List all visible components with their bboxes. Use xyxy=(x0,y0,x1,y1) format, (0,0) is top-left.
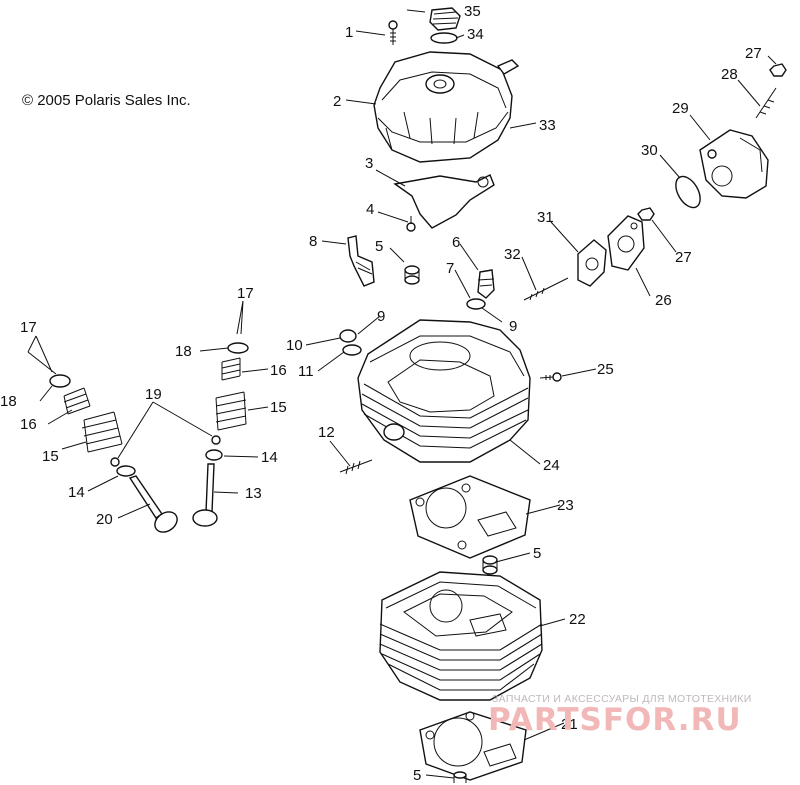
callout-15: 15 xyxy=(42,448,59,465)
valve-seal-left xyxy=(116,465,136,477)
spark-plug xyxy=(347,235,375,287)
insulator-block xyxy=(607,215,645,271)
callout-18: 18 xyxy=(0,393,17,410)
head-gasket xyxy=(409,475,531,559)
valve-retainer-left xyxy=(49,374,71,388)
callout-7: 7 xyxy=(446,260,454,277)
valve-spring-outer-left xyxy=(81,411,123,453)
callout-31: 31 xyxy=(537,209,554,226)
callout-21: 21 xyxy=(561,716,578,733)
callout-17: 17 xyxy=(20,319,37,336)
callout-11: 11 xyxy=(298,363,314,380)
callout-14: 14 xyxy=(68,484,85,501)
callout-28: 28 xyxy=(721,66,738,83)
gasket-bolt xyxy=(406,216,416,232)
intake-o-ring xyxy=(675,175,701,209)
callout-27: 27 xyxy=(675,249,692,266)
callout-30: 30 xyxy=(641,142,658,159)
callout-1: 1 xyxy=(345,24,353,41)
callout-15: 15 xyxy=(270,399,287,416)
intake-stud xyxy=(523,277,569,301)
callout-5: 5 xyxy=(413,767,421,784)
base-gasket xyxy=(419,711,527,781)
callout-3: 3 xyxy=(365,155,373,172)
callout-5: 5 xyxy=(533,545,541,562)
intake-manifold xyxy=(699,129,769,199)
dowel-pin-lower xyxy=(453,771,467,783)
dowel-pin-upper xyxy=(404,265,420,285)
cover-bolt xyxy=(388,20,398,45)
valve-spring-inner-left xyxy=(63,387,91,415)
callout-13: 13 xyxy=(245,485,262,502)
callout-9: 9 xyxy=(377,308,385,325)
callout-23: 23 xyxy=(557,497,574,514)
intake-gasket xyxy=(577,239,607,287)
callout-6: 6 xyxy=(452,234,460,251)
cylinder xyxy=(379,571,543,701)
callout-16: 16 xyxy=(20,416,37,433)
valve-cotter-right xyxy=(211,435,221,445)
stud-nut-top xyxy=(769,63,787,77)
callout-16: 16 xyxy=(270,362,287,379)
dowel-pin-middle xyxy=(482,555,498,575)
callout-8: 8 xyxy=(309,233,317,250)
breather-fitting xyxy=(477,269,495,299)
callout-9: 9 xyxy=(509,318,517,335)
sealing-washer xyxy=(466,298,486,310)
stud-12 xyxy=(339,459,373,475)
valve-spring-inner-right xyxy=(221,357,241,381)
callout-19: 19 xyxy=(145,386,162,403)
stud-nut-lower xyxy=(637,207,655,221)
callout-14: 14 xyxy=(261,449,278,466)
callout-22: 22 xyxy=(569,611,586,628)
head-bolt-25 xyxy=(539,372,562,382)
callout-labels: 1 2 3 4 5 5 5 6 7 8 9 9 10 11 12 13 14 1… xyxy=(0,3,762,784)
callout-10: 10 xyxy=(286,337,303,354)
callout-34: 34 xyxy=(467,26,484,43)
callout-5: 5 xyxy=(375,238,383,255)
valve-left xyxy=(128,475,178,533)
callout-18: 18 xyxy=(175,343,192,360)
oil-grommet xyxy=(339,329,362,356)
callout-26: 26 xyxy=(655,292,672,309)
callout-17: 17 xyxy=(237,285,254,302)
callout-25: 25 xyxy=(597,361,614,378)
watermark-tagline: ЗАПЧАСТИ И АКСЕССУАРЫ ДЛЯ МОТОТЕХНИКИ xyxy=(492,693,752,705)
callout-32: 32 xyxy=(504,246,521,263)
watermark-brand: PARTSFOR.RU xyxy=(488,702,742,738)
manifold-stud xyxy=(755,87,777,119)
callout-4: 4 xyxy=(366,201,374,218)
leader-lines xyxy=(27,9,777,779)
valve-retainer-right xyxy=(227,342,249,354)
valve-seal-right xyxy=(205,449,223,461)
filler-cap xyxy=(429,7,461,31)
callout-24: 24 xyxy=(543,457,560,474)
valve-right xyxy=(192,463,218,527)
callout-12: 12 xyxy=(318,424,335,441)
cover-gasket xyxy=(393,174,495,229)
o-ring-34 xyxy=(430,32,458,44)
callout-20: 20 xyxy=(96,511,113,528)
cylinder-head xyxy=(357,319,531,463)
callout-29: 29 xyxy=(672,100,689,117)
callout-2: 2 xyxy=(333,93,341,110)
callout-35: 35 xyxy=(464,3,481,20)
callout-33: 33 xyxy=(539,117,556,134)
callout-27: 27 xyxy=(745,45,762,62)
valve-spring-outer-right xyxy=(215,391,247,431)
valve-cover xyxy=(373,51,520,163)
copyright-notice: © 2005 Polaris Sales Inc. xyxy=(22,92,191,109)
valve-cotter-left xyxy=(110,457,120,467)
